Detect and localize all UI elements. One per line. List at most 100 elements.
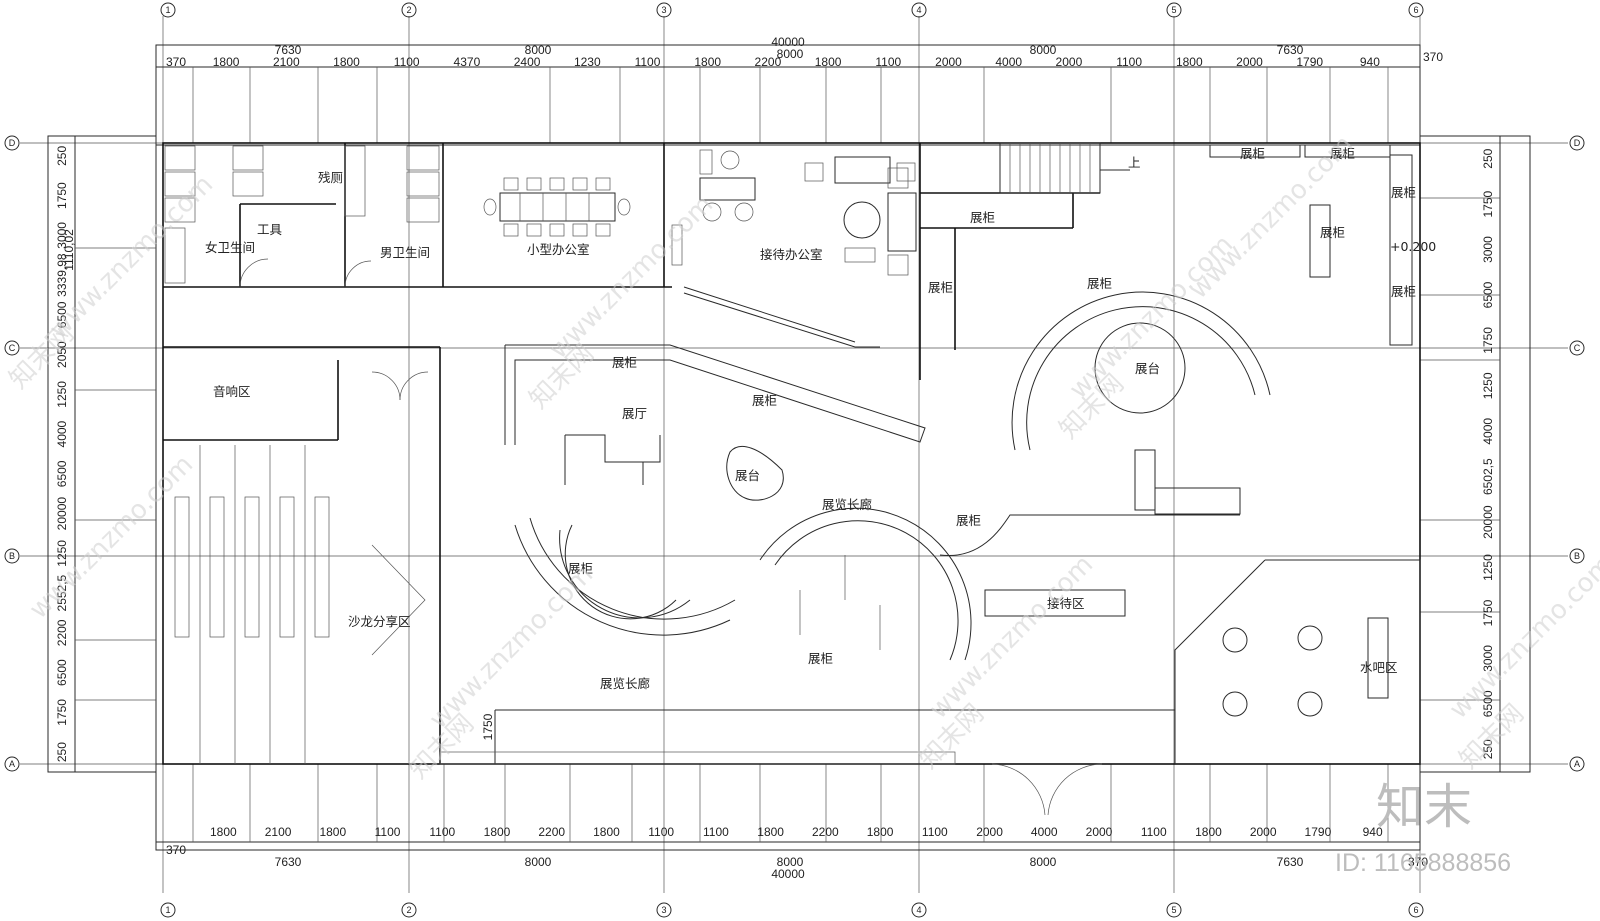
label-cabinet: 展柜 <box>970 210 995 225</box>
dim-bottom-segment: 2100 <box>265 825 292 839</box>
dim-small-top-left: 370 <box>166 55 186 69</box>
dim-bottom-segment: 2200 <box>812 825 839 839</box>
dim-top-segment: 4000 <box>995 55 1022 69</box>
dim-left-chain: 250 <box>55 146 69 166</box>
label-stage-1: 展台 <box>735 468 760 483</box>
axis-row-b-right: B <box>1574 551 1580 561</box>
axis-row-d-left: D <box>9 138 16 148</box>
dimension-text-top: 40000 8000 7630 8000 8000 7630 370 370 1… <box>166 35 1443 69</box>
axis-row-d-right: D <box>1574 138 1581 148</box>
label-cabinet: 展柜 <box>808 651 833 666</box>
dim-bottom-segment: 1100 <box>1141 825 1167 839</box>
dim-bottom-segment: 1100 <box>375 825 401 839</box>
label-cabinet: 展柜 <box>612 355 637 370</box>
label-cabinet: 展柜 <box>1320 225 1345 240</box>
dim-small-bottom-left: 370 <box>166 843 186 857</box>
dim-bottom-segment: 1100 <box>922 825 948 839</box>
axis-row-c-left: C <box>9 343 16 353</box>
dim-bottom-segment: 1100 <box>429 825 455 839</box>
watermark-site: www.znzmo.com <box>24 450 199 625</box>
water-bar-tables <box>1222 625 1323 717</box>
dim-bay-2-bottom: 8000 <box>525 855 552 869</box>
label-salon: 沙龙分享区 <box>348 614 411 629</box>
axis-row-a-right: A <box>1574 759 1580 769</box>
label-reception-zone: 接待区 <box>1047 596 1085 611</box>
axis-col-1-top: 1 <box>165 5 170 15</box>
dim-top-segment: 1100 <box>394 55 420 69</box>
dim-bottom-segment: 940 <box>1363 825 1383 839</box>
dim-bottom-segment: 1800 <box>867 825 894 839</box>
label-audio-zone: 音响区 <box>213 384 251 399</box>
dim-left-chain: 3000 <box>55 222 69 249</box>
dim-bottom-segment: 1100 <box>703 825 729 839</box>
dim-right-chain: 3000 <box>1481 236 1495 263</box>
watermark-site: www.znzmo.com <box>1444 550 1600 725</box>
dim-right-chain: 20000 <box>1481 505 1495 539</box>
dim-top-segment: 1790 <box>1296 55 1323 69</box>
label-cabinet: 展柜 <box>928 280 953 295</box>
dim-top-segment: 1100 <box>875 55 901 69</box>
exhibition-structures <box>439 144 1421 765</box>
dim-top-segment: 940 <box>1360 55 1380 69</box>
dim-small-top-right: 370 <box>1423 50 1443 64</box>
dim-top-segment: 1800 <box>815 55 842 69</box>
dim-bay-2-top: 8000 <box>525 43 552 57</box>
label-cabinet: 展柜 <box>1087 276 1112 291</box>
conference-table <box>483 177 631 237</box>
axis-col-6-top: 6 <box>1413 5 1418 15</box>
dim-right-chain: 4000 <box>1481 418 1495 445</box>
dim-bay-1-top: 7630 <box>275 43 302 57</box>
watermark-logo: 知末 <box>1376 779 1472 835</box>
label-gallery-2: 展览长廊 <box>822 497 872 512</box>
dim-bottom-segment: 2000 <box>1250 825 1277 839</box>
dim-left-chain: 4000 <box>55 420 69 447</box>
dim-top-segment: 1100 <box>1116 55 1142 69</box>
audio-zone-seating <box>174 371 1103 816</box>
axis-col-2-top: 2 <box>406 5 411 15</box>
dim-top-segment: 2400 <box>514 55 541 69</box>
axis-col-3-bottom: 3 <box>661 905 666 915</box>
dim-top-segment: 2200 <box>755 55 782 69</box>
dim-small-bottom-right: 370 <box>1408 855 1428 869</box>
watermark-id: ID: 1165888856 <box>1335 849 1511 877</box>
dim-bay-1-bottom: 7630 <box>275 855 302 869</box>
dim-left-chain: 1250 <box>55 540 69 567</box>
dim-top-segment: 1800 <box>694 55 721 69</box>
dim-left-chain: 2200 <box>55 619 69 646</box>
dim-left-chain: 3339,98 <box>55 253 69 297</box>
label-elevation: +0.200 <box>1390 239 1436 254</box>
dim-overall-bottom: 40000 <box>771 867 805 881</box>
dim-right-chain: 6500 <box>1481 690 1495 717</box>
dim-left-chain: 1750 <box>55 699 69 726</box>
dim-right-chain: 250 <box>1481 148 1495 168</box>
axis-col-4-bottom: 4 <box>916 905 921 915</box>
label-tools: 工具 <box>257 222 283 237</box>
dim-bay-3-bottom: 8000 <box>777 855 804 869</box>
dim-left-stack-top: 1110,02 <box>62 229 76 271</box>
dim-right-chain: 250 <box>1481 739 1495 759</box>
dim-top-segment: 1100 <box>635 55 661 69</box>
dim-bay-4-bottom: 8000 <box>1030 855 1057 869</box>
dim-bottom-segment: 1800 <box>319 825 346 839</box>
dim-right-chain: 1250 <box>1481 554 1495 581</box>
dim-bay-5-bottom: 7630 <box>1277 855 1304 869</box>
axis-row-a-left: A <box>9 759 15 769</box>
label-hall: 展厅 <box>622 406 647 421</box>
label-reception-office: 接待办公室 <box>760 247 823 262</box>
axis-col-4-top: 4 <box>916 5 921 15</box>
dim-right-chain: 1750 <box>1481 327 1495 354</box>
axis-col-5-bottom: 5 <box>1171 905 1176 915</box>
axis-row-b-left: B <box>9 551 15 561</box>
dim-bottom-segment: 2200 <box>538 825 565 839</box>
dim-right-chain: 1250 <box>1481 372 1495 399</box>
dim-top-segment: 4370 <box>454 55 481 69</box>
restroom-fixtures <box>164 145 440 288</box>
dim-right-chain: 1750 <box>1481 599 1495 626</box>
dim-bottom-segment: 1800 <box>484 825 511 839</box>
axis-row-c-right: C <box>1574 343 1581 353</box>
dim-right-chain: 6502,5 <box>1481 458 1495 495</box>
label-cabinet: 展柜 <box>568 561 593 576</box>
dim-left-chain: 6500 <box>55 301 69 328</box>
label-cabinet: 展柜 <box>1240 146 1265 161</box>
